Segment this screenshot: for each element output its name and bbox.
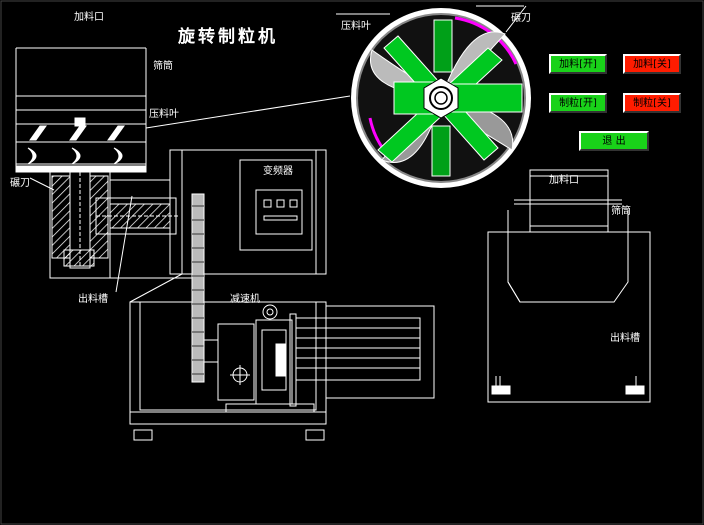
page-title: 旋转制粒机 [178, 27, 278, 47]
feed-port-label: 加料口 [74, 12, 104, 23]
feed-on-button[interactable]: 加料[开] [549, 54, 607, 74]
press-blade-label: 压料叶 [149, 109, 179, 120]
inverter-label: 变频器 [263, 166, 293, 177]
feed-off-button[interactable]: 加料[关] [623, 54, 681, 74]
drive-chain [191, 193, 205, 383]
screen-label: 筛筒 [153, 61, 173, 72]
granulate-on-button[interactable]: 制粒[开] [549, 93, 607, 113]
rotor-press-blade-label: 压料叶 [341, 21, 371, 32]
side-feed-port-label: 加料口 [549, 175, 579, 186]
side-screen-label: 筛筒 [611, 206, 631, 217]
outlet-label: 出料槽 [78, 294, 108, 305]
rotor-detail [351, 8, 531, 188]
side-outlet-label: 出料槽 [610, 333, 640, 344]
rotor-cutter-label: 碾刀 [511, 13, 531, 24]
hopper-assembly [15, 47, 147, 173]
leader-lines [29, 5, 527, 191]
reducer-label: 减速机 [230, 294, 260, 305]
cutter-label: 碾刀 [10, 178, 30, 189]
granulate-off-button[interactable]: 制粒[关] [623, 93, 681, 113]
side-view [487, 169, 651, 403]
reducer-motor [203, 304, 435, 413]
shaft-housing [49, 171, 180, 279]
inverter-cabinet [239, 159, 313, 251]
exit-button[interactable]: 退 出 [579, 131, 649, 151]
